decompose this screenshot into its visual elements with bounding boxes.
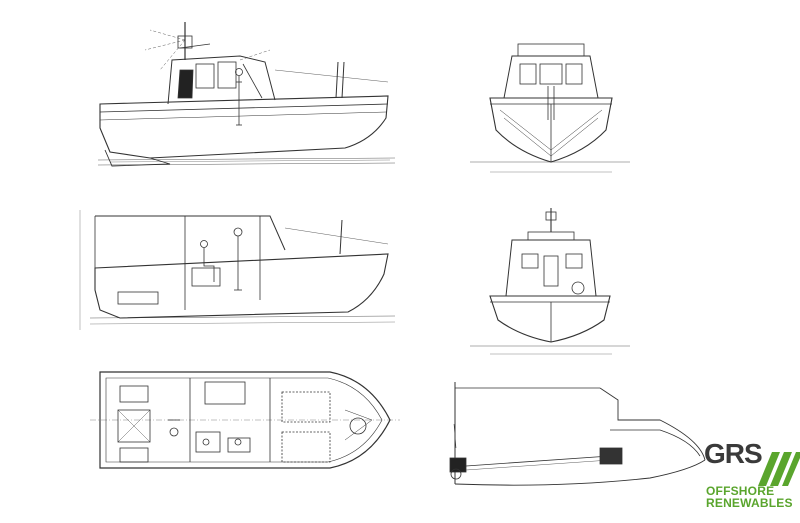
grs-logo-mark-icon <box>758 452 800 486</box>
front-view <box>470 43 630 173</box>
side-section <box>79 210 396 330</box>
grs-logo-text: GRS <box>704 438 763 469</box>
stern-drive-detail <box>449 382 706 486</box>
logo-tagline-offshore: OFFSHORE <box>706 484 775 498</box>
deck-plan <box>90 371 400 469</box>
logo-tagline-renewables: RENEWABLES <box>706 496 793 510</box>
rear-view <box>470 208 630 355</box>
side-elevation-top <box>97 22 396 167</box>
